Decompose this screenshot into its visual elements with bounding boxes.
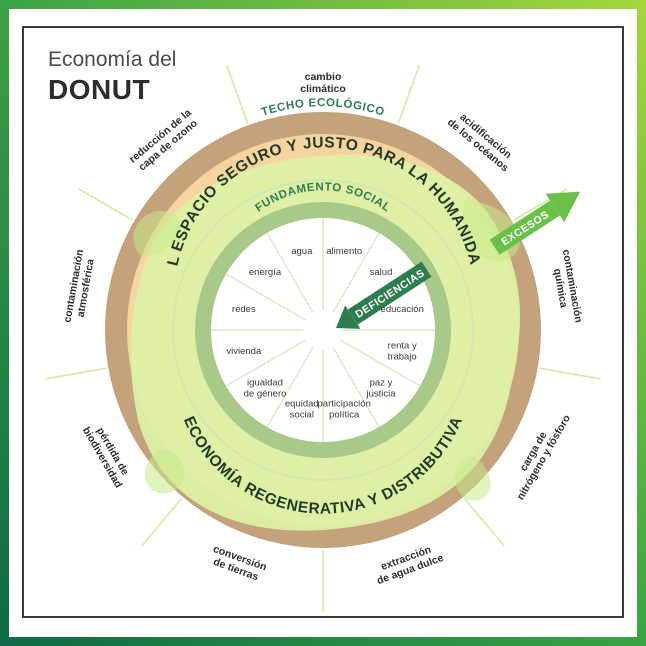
foundation-label-line: trabajo [388, 352, 417, 363]
foundation-label-line: agua [291, 246, 313, 257]
foundation-label-line: educación [381, 304, 424, 315]
social-foundation-label: redes [232, 304, 256, 315]
shortfall-core [211, 218, 435, 442]
ceiling-spoke [463, 498, 505, 547]
safe-space-inner-edge [172, 179, 474, 481]
foundation-label-line: paz y [370, 378, 393, 389]
ceiling-spoke [539, 367, 601, 380]
overshoot-lobes [133, 200, 521, 501]
foundation-label-line: política [329, 410, 360, 421]
ceiling-spoke [141, 498, 183, 547]
ceiling-spoke [45, 367, 107, 380]
ceiling-label-line: climático [300, 83, 346, 95]
foundation-spoke [225, 273, 307, 321]
social-foundation-label: vivienda [226, 346, 262, 357]
social-foundation-label: energía [249, 267, 282, 278]
social-foundation-label: educación [381, 304, 424, 315]
ceiling-spoke [78, 188, 133, 221]
foundation-label-line: de género [244, 389, 287, 400]
foundation-spoke [332, 232, 380, 314]
foundation-spoke [225, 339, 307, 387]
foundation-label-line: justicia [365, 389, 396, 400]
foundation-label-line: alimento [326, 246, 362, 257]
foundation-label-line: redes [232, 304, 256, 315]
social-foundation-label: salud [370, 267, 393, 278]
foundation-label-line: renta y [388, 341, 417, 352]
foundation-spoke [332, 346, 380, 428]
ceiling-label-line: cambio [305, 71, 342, 83]
foundation-label-line: vivienda [226, 346, 262, 357]
foundation-label-line: energía [249, 267, 282, 278]
ceiling-spoke [225, 64, 249, 124]
foundation-spoke [266, 232, 314, 314]
foundation-label-line: social [290, 410, 314, 421]
foundation-label-line: participación [318, 399, 371, 410]
social-foundation-label: agua [291, 246, 313, 257]
title-line2: DONUT [48, 74, 151, 105]
foundation-label-line: igualdad [247, 378, 283, 389]
foundation-spoke [266, 346, 314, 428]
foundation-label-line: salud [370, 267, 393, 278]
social-foundation-label: alimento [326, 246, 362, 257]
foundation-spoke [339, 339, 421, 387]
ceiling-spoke [397, 64, 421, 124]
title-line1: Economía del [48, 48, 177, 71]
foundation-label-line: equidad [285, 399, 319, 410]
ceiling-spokes [45, 64, 601, 612]
